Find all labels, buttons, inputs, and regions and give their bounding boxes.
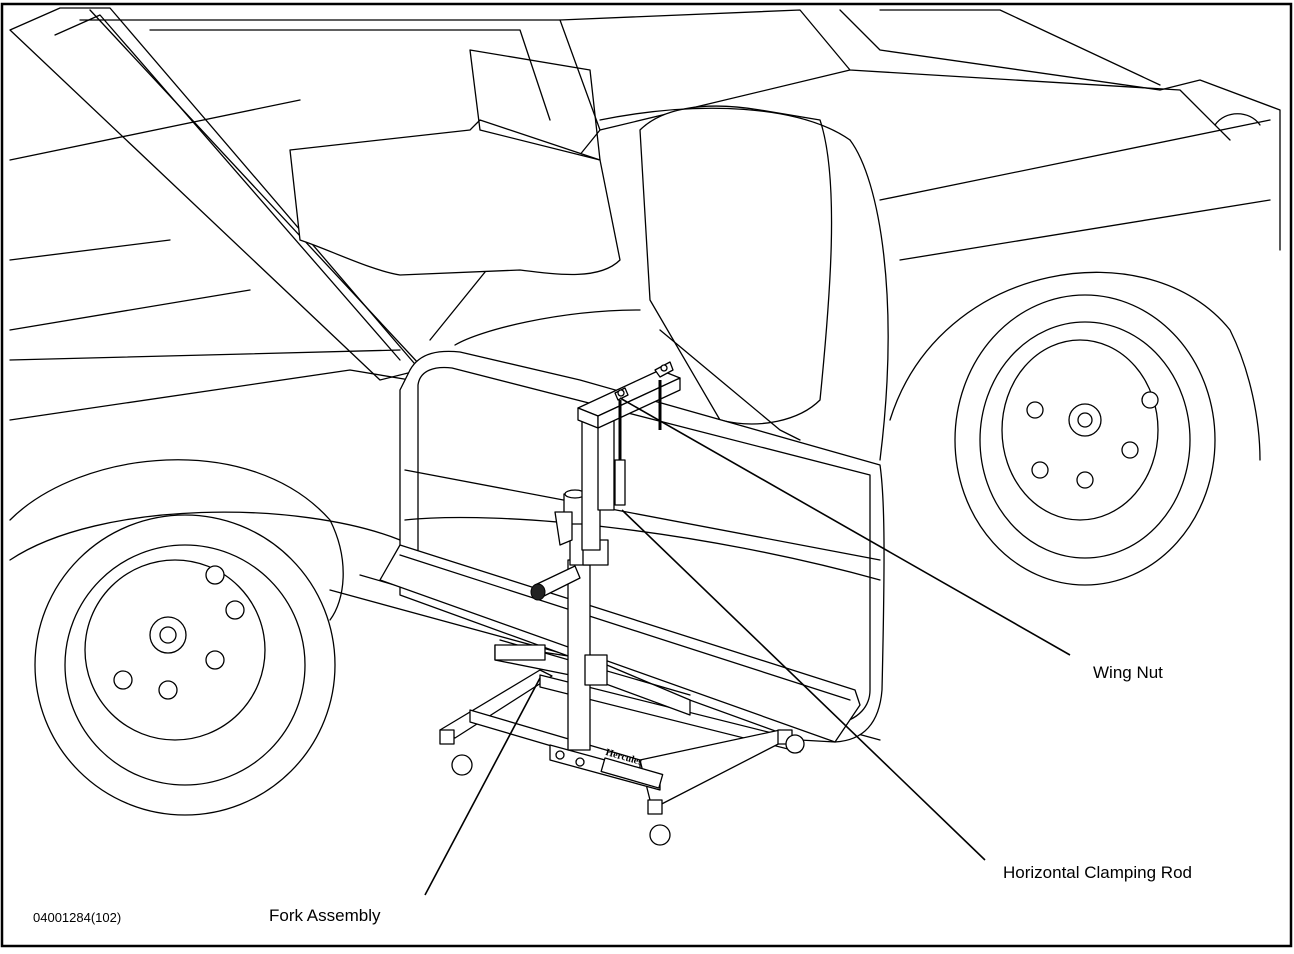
- door-panel: [379, 350, 885, 743]
- rear-wheel: [889, 271, 1261, 586]
- callout-wing-nut: Wing Nut: [1093, 663, 1163, 682]
- figure-id: 04001284(102): [33, 910, 122, 925]
- clamping-rod-leader: [621, 509, 986, 861]
- callout-horizontal-clamping-rod: Horizontal Clamping Rod: [1003, 863, 1192, 882]
- front-wheel: [9, 459, 344, 816]
- callout-fork-assembly: Fork Assembly: [269, 906, 381, 925]
- wing-nut-leader: [619, 397, 1071, 656]
- door-jack: [439, 361, 805, 846]
- fork-assembly-leader: [424, 677, 541, 896]
- car-body: [9, 7, 1281, 741]
